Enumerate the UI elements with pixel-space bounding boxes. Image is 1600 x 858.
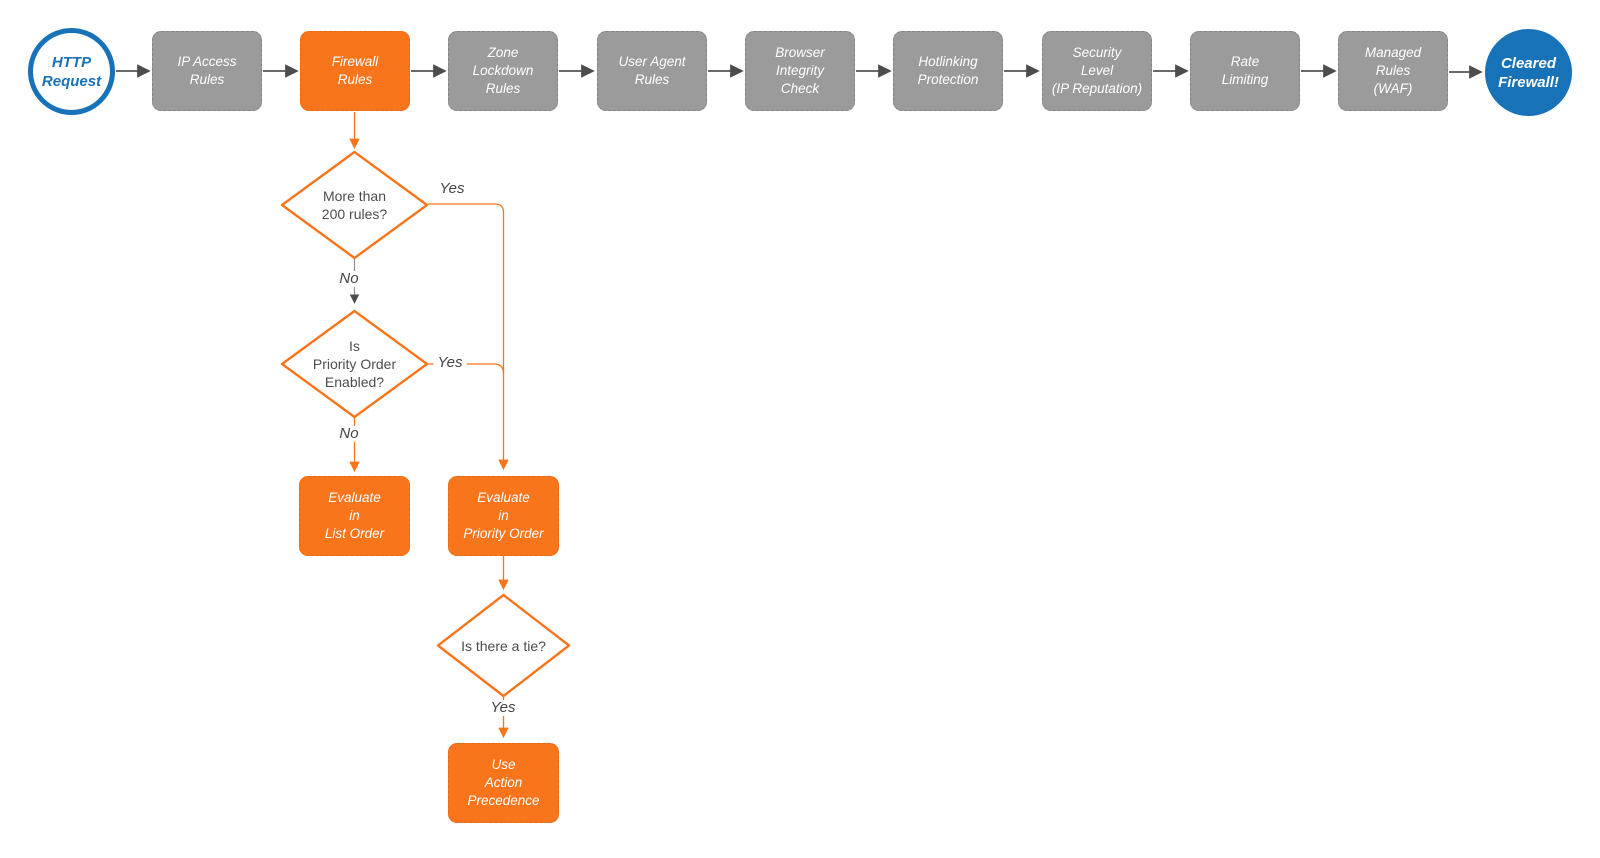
- decision-priority-order-label: Is Priority Order Enabled?: [312, 338, 397, 390]
- action-use-action-precedence: Use Action Precedence: [448, 743, 559, 823]
- stage-label: Managed Rules (WAF): [1364, 45, 1422, 96]
- action-label: Use Action Precedence: [467, 757, 540, 808]
- decision-tie-label: Is there a tie?: [461, 638, 546, 654]
- stage-rate-limiting: Rate Limiting: [1190, 31, 1300, 111]
- stage-firewall-rules: Firewall Rules: [300, 31, 410, 111]
- edge-label-rules-count-yes: Yes: [439, 180, 465, 197]
- action-evaluate-priority-order: Evaluate in Priority Order: [448, 476, 559, 556]
- start-node-label: HTTP Request: [41, 53, 102, 90]
- stage-label: Zone Lockdown Rules: [472, 45, 534, 96]
- edge-label-priority-order-no: No: [335, 426, 363, 442]
- stage-zone-lockdown-rules: Zone Lockdown Rules: [448, 31, 558, 111]
- edge-label-tie-yes: Yes: [486, 700, 520, 716]
- stage-label: Firewall Rules: [331, 54, 379, 87]
- arrow-rules-count-yes-to-priority-eval: [428, 203, 509, 471]
- end-node-label: Cleared Firewall!: [1498, 54, 1559, 91]
- stage-label: Browser Integrity Check: [775, 45, 825, 96]
- stage-hotlinking-protection: Hotlinking Protection: [893, 31, 1003, 111]
- end-node-cleared-firewall: Cleared Firewall!: [1485, 29, 1572, 116]
- stage-label: Security Level (IP Reputation): [1051, 45, 1143, 96]
- action-evaluate-list-order: Evaluate in List Order: [299, 476, 410, 556]
- edge-label-priority-order-yes: Yes: [433, 355, 467, 371]
- stage-label: Rate Limiting: [1221, 54, 1269, 87]
- action-label: Evaluate in List Order: [324, 490, 385, 541]
- stage-label: User Agent Rules: [618, 54, 686, 87]
- stage-label: IP Access Rules: [177, 54, 237, 87]
- edge-label-rules-count-no: No: [335, 271, 363, 287]
- decision-rules-count-label: More than 200 rules?: [321, 188, 388, 222]
- stage-user-agent-rules: User Agent Rules: [597, 31, 707, 111]
- stage-label: Hotlinking Protection: [917, 54, 979, 87]
- stage-security-level: Security Level (IP Reputation): [1042, 31, 1152, 111]
- action-label: Evaluate in Priority Order: [463, 490, 544, 541]
- start-node-http-request: HTTP Request: [28, 28, 115, 115]
- stage-managed-rules-waf: Managed Rules (WAF): [1338, 31, 1448, 111]
- stage-browser-integrity-check: Browser Integrity Check: [745, 31, 855, 111]
- decision-shapes: [280, 150, 571, 698]
- stage-ip-access-rules: IP Access Rules: [152, 31, 262, 111]
